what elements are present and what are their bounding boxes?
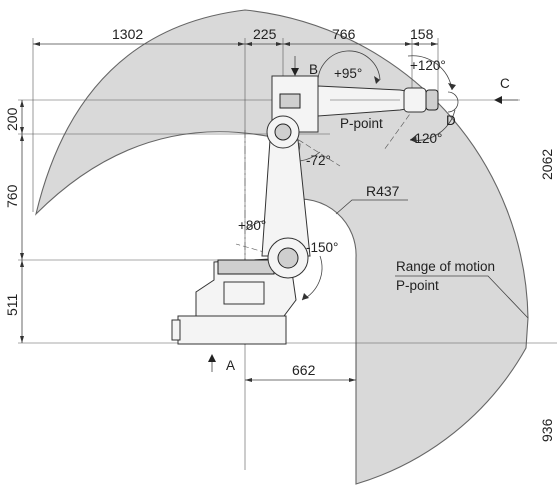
dim-760: 760	[4, 184, 20, 208]
view-c-arrow-icon	[494, 96, 502, 104]
view-a-label: A	[226, 358, 235, 373]
dim-2062: 2062	[539, 149, 555, 180]
robot-wrist	[403, 87, 427, 113]
angle-minus-120: -120°	[410, 131, 442, 146]
angle-plus-80: +80°	[238, 218, 266, 233]
dim-225: 225	[253, 26, 277, 42]
view-d-rotation-arrow	[447, 91, 459, 113]
angle-plus-95: +95°	[334, 66, 362, 81]
range-p-point-label: P-point	[396, 278, 439, 293]
dim-158: 158	[410, 26, 434, 42]
dim-200: 200	[4, 107, 20, 131]
view-b-label: B	[309, 62, 318, 77]
view-a-arrow-icon	[208, 354, 216, 362]
robot-base-plate	[177, 315, 287, 345]
view-d-label: D	[446, 113, 456, 128]
p-point-label: P-point	[340, 116, 383, 131]
top-dimension-lines	[33, 42, 438, 46]
dim-511: 511	[4, 293, 20, 316]
view-arrows	[208, 56, 518, 372]
bottom-dimension-line	[245, 378, 356, 382]
range-of-motion-label: Range of motion	[396, 259, 495, 274]
angle-minus-72: -72°	[306, 153, 331, 168]
robot-arm	[171, 75, 439, 345]
robot-flange	[425, 89, 439, 111]
dim-662: 662	[292, 362, 316, 378]
view-b-arrow-icon	[291, 68, 299, 76]
r437-leader	[335, 199, 408, 215]
range-leader	[395, 275, 529, 319]
dim-1302: 1302	[112, 26, 143, 42]
dim-766: 766	[332, 26, 356, 42]
left-dimension-lines	[20, 100, 24, 343]
range-of-motion-envelope	[35, 9, 529, 485]
view-c-label: C	[500, 76, 510, 91]
dim-936: 936	[539, 418, 555, 442]
angle-plus-120: +120°	[410, 58, 446, 73]
dim-r437: R437	[366, 183, 400, 199]
angle-minus-150: -150°	[306, 240, 338, 255]
